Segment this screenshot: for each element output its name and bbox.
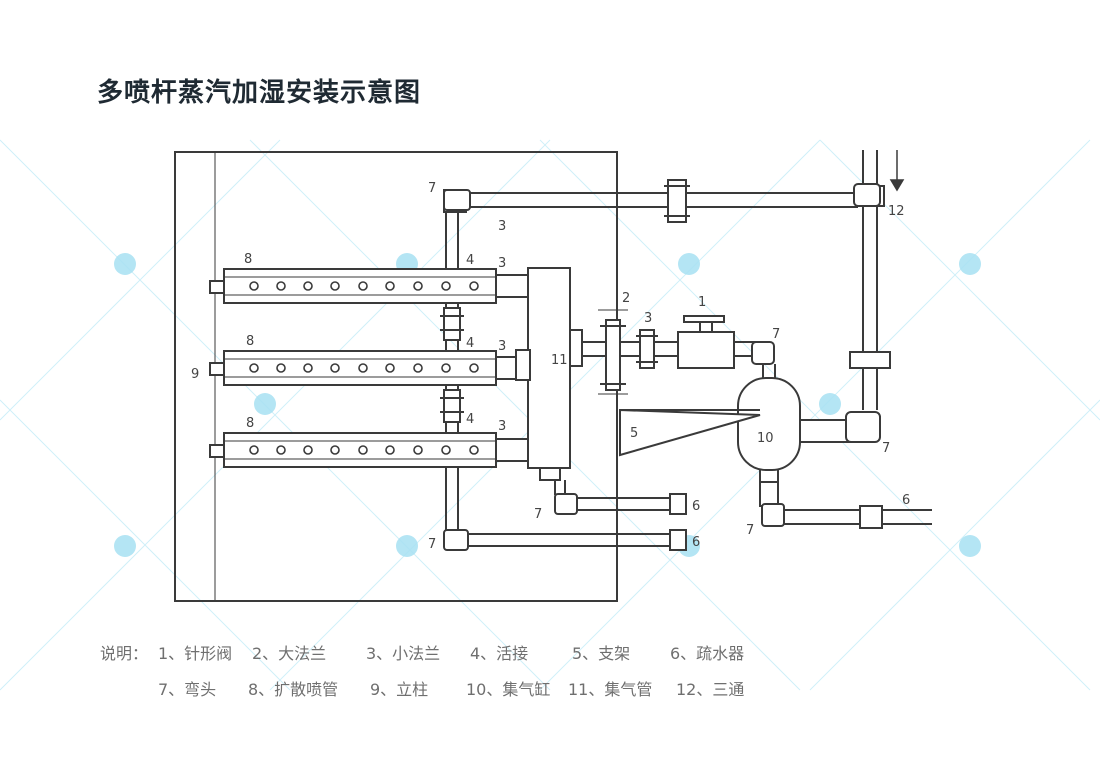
small-flange bbox=[636, 329, 658, 369]
label-2: 2 bbox=[622, 291, 630, 306]
needle-valve bbox=[677, 315, 735, 369]
spray-nozzles bbox=[249, 281, 479, 455]
label-6: 6 bbox=[692, 535, 700, 550]
label-7: 7 bbox=[772, 327, 780, 342]
drain-line-upper bbox=[554, 480, 687, 515]
legend-item: 8、扩散喷管 bbox=[248, 680, 339, 699]
label-3: 3 bbox=[498, 219, 506, 234]
legend-item: 2、大法兰 bbox=[252, 644, 327, 663]
legend-item: 10、集气缸 bbox=[466, 680, 551, 699]
label-1: 1 bbox=[698, 295, 706, 310]
drain-line-lower bbox=[443, 529, 687, 551]
label-11: 11 bbox=[551, 353, 568, 368]
support-bracket bbox=[619, 408, 761, 457]
unions bbox=[440, 307, 464, 423]
label-4: 4 bbox=[466, 253, 474, 268]
label-6: 6 bbox=[692, 499, 700, 514]
elbow-to-tank bbox=[751, 341, 776, 382]
legend-item: 3、小法兰 bbox=[366, 644, 441, 663]
label-12: 12 bbox=[888, 204, 905, 219]
tee-junction bbox=[853, 183, 881, 207]
label-7: 7 bbox=[882, 441, 890, 456]
label-4: 4 bbox=[466, 412, 474, 427]
label-7: 7 bbox=[428, 181, 436, 196]
arrow-down-icon bbox=[889, 150, 905, 192]
legend-item: 4、活接 bbox=[470, 644, 529, 663]
label-7: 7 bbox=[428, 537, 436, 552]
legend-item: 9、立柱 bbox=[370, 680, 429, 699]
label-7: 7 bbox=[746, 523, 754, 538]
label-3: 3 bbox=[498, 419, 506, 434]
label-8: 8 bbox=[244, 252, 252, 267]
drain-line-tank bbox=[759, 481, 932, 529]
label-9: 9 bbox=[191, 367, 199, 382]
legend-item: 12、三通 bbox=[676, 680, 745, 699]
watermark-lattice bbox=[0, 139, 1100, 691]
label-10: 10 bbox=[757, 431, 774, 446]
label-7: 7 bbox=[534, 507, 542, 522]
label-4: 4 bbox=[466, 336, 474, 351]
legend-item: 6、疏水器 bbox=[670, 644, 745, 663]
label-8: 8 bbox=[246, 416, 254, 431]
legend-item: 11、集气管 bbox=[568, 680, 653, 699]
label-5: 5 bbox=[630, 426, 638, 441]
label-3: 3 bbox=[644, 311, 652, 326]
manifold bbox=[515, 267, 583, 481]
legend-item: 7、弯头 bbox=[158, 680, 217, 699]
top-steam-pipe bbox=[443, 189, 858, 213]
diagram-labels: 7 3 8 4 3 8 4 3 9 11 8 4 3 2 3 1 7 5 10 … bbox=[191, 181, 910, 552]
legend-item: 5、支架 bbox=[572, 644, 631, 663]
legend-prefix: 说明： bbox=[100, 644, 149, 663]
label-8: 8 bbox=[246, 334, 254, 349]
label-6: 6 bbox=[902, 493, 910, 508]
label-3: 3 bbox=[498, 339, 506, 354]
page-title: 多喷杆蒸汽加湿安装示意图 bbox=[97, 78, 422, 108]
top-flange bbox=[664, 179, 690, 223]
large-flange bbox=[598, 309, 628, 395]
collector-tank bbox=[737, 377, 881, 482]
legend-item: 1、针形阀 bbox=[158, 644, 233, 663]
label-3: 3 bbox=[498, 256, 506, 271]
